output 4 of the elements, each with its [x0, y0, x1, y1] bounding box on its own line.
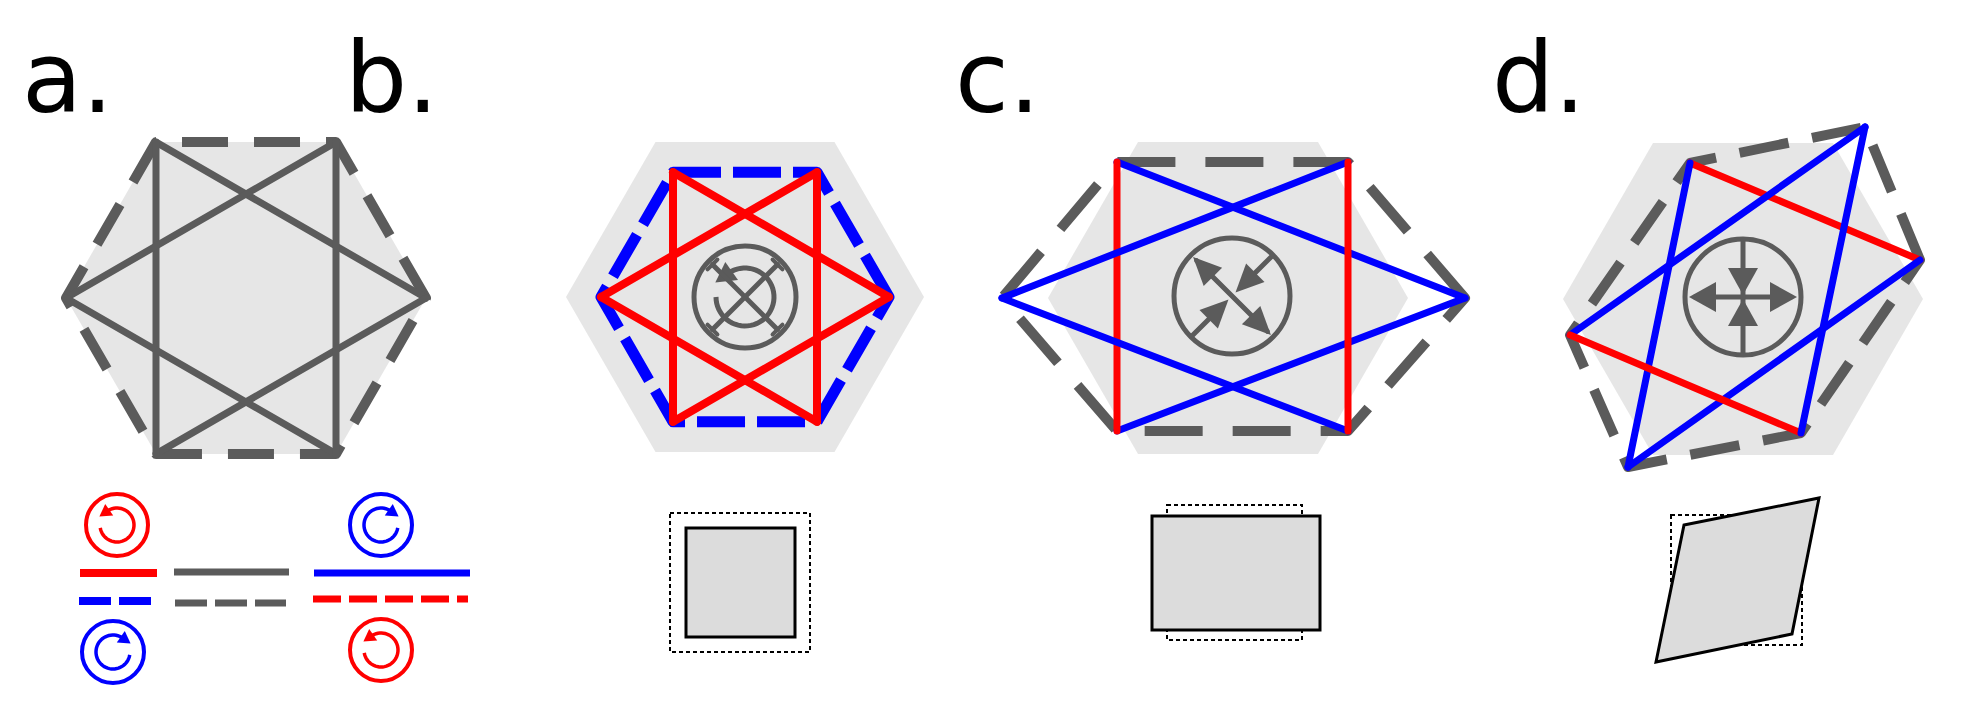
panel-label: d. — [1492, 29, 1586, 127]
panel-label: b. — [345, 29, 439, 127]
panel-label: a. — [22, 29, 114, 127]
panel-label: c. — [955, 29, 1041, 127]
